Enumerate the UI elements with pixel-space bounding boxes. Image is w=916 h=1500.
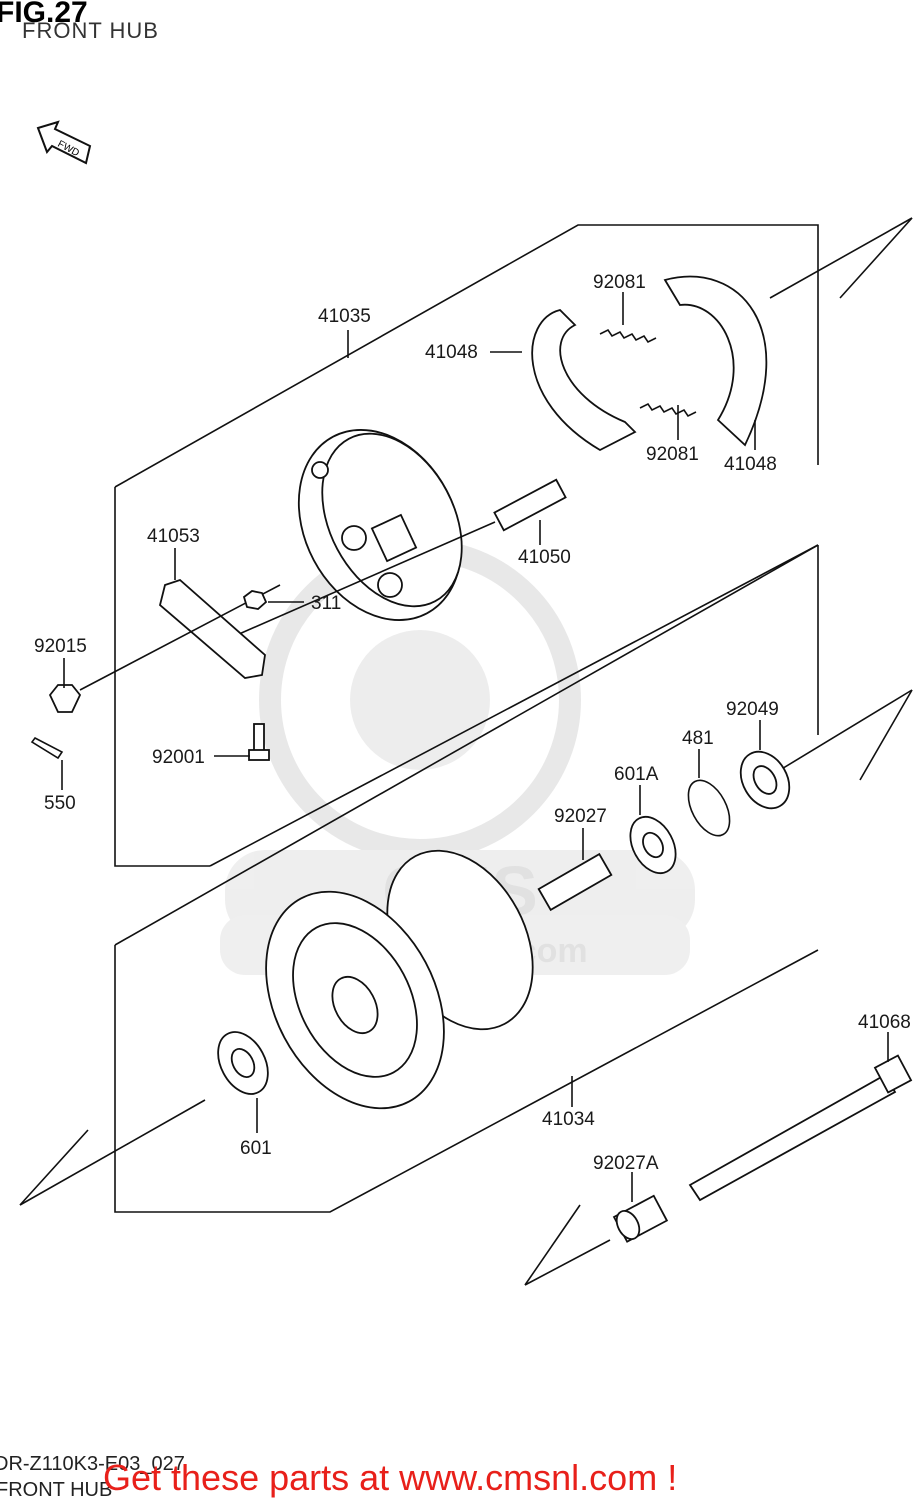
- spacer: [537, 852, 613, 912]
- circlip: [687, 779, 731, 837]
- drawing-code: DR-Z110K3-E03_027: [0, 1453, 185, 1475]
- bearing-601: [217, 1031, 269, 1095]
- leader-lines: [61, 292, 889, 1202]
- wheel-hub: [265, 849, 534, 1110]
- promo-link[interactable]: Get these parts at www.cmsnl.com !: [103, 1457, 677, 1498]
- part-label: 41053: [147, 526, 200, 547]
- part-label: 41034: [542, 1109, 595, 1130]
- part-label: 92027A: [593, 1153, 659, 1174]
- axle: [688, 1054, 913, 1202]
- dust-seal: [739, 750, 791, 810]
- part-labels: 41035 41048 92081 92081 41048 41053 4105…: [34, 272, 911, 1174]
- brake-panel: [297, 429, 463, 621]
- brake-springs: [599, 328, 697, 418]
- cotter-pin: [30, 736, 64, 760]
- part-label: 311: [311, 593, 341, 614]
- part-label: 92001: [152, 747, 205, 768]
- part-label: 41050: [518, 547, 571, 568]
- part-label: 601A: [614, 764, 659, 785]
- figure-subtitle: FRONT HUB: [22, 18, 159, 43]
- part-label: 92015: [34, 636, 87, 657]
- fwd-direction-badge: FWD: [36, 120, 92, 165]
- nut: [242, 590, 268, 610]
- bearing-601a: [629, 815, 677, 875]
- part-label: 92081: [646, 444, 699, 465]
- footer-caption: FRONT HUB: [0, 1479, 112, 1500]
- axle-collar: [612, 1194, 669, 1243]
- brake-panel-group-frame: [114, 217, 913, 867]
- arrow-left-icon: [36, 120, 92, 165]
- brake-shoe-left: [531, 309, 637, 452]
- figure-title: FIG.27: [0, 0, 88, 29]
- part-label: 92049: [726, 699, 779, 720]
- lever-bolt: [248, 723, 270, 761]
- part-label: 550: [44, 793, 76, 814]
- part-label: 481: [682, 728, 714, 749]
- lever-nut: [48, 684, 82, 713]
- part-label: 41048: [425, 342, 478, 363]
- part-label: 41048: [724, 454, 777, 475]
- part-label: 601: [240, 1138, 272, 1159]
- cam-shaft: [229, 478, 567, 639]
- hub-group-frame: [19, 544, 913, 1286]
- brake-shoe-right: [663, 275, 768, 447]
- part-label: 41068: [858, 1012, 911, 1033]
- part-label: 92027: [554, 806, 607, 827]
- part-label: 41035: [318, 306, 371, 327]
- part-label: 92081: [593, 272, 646, 293]
